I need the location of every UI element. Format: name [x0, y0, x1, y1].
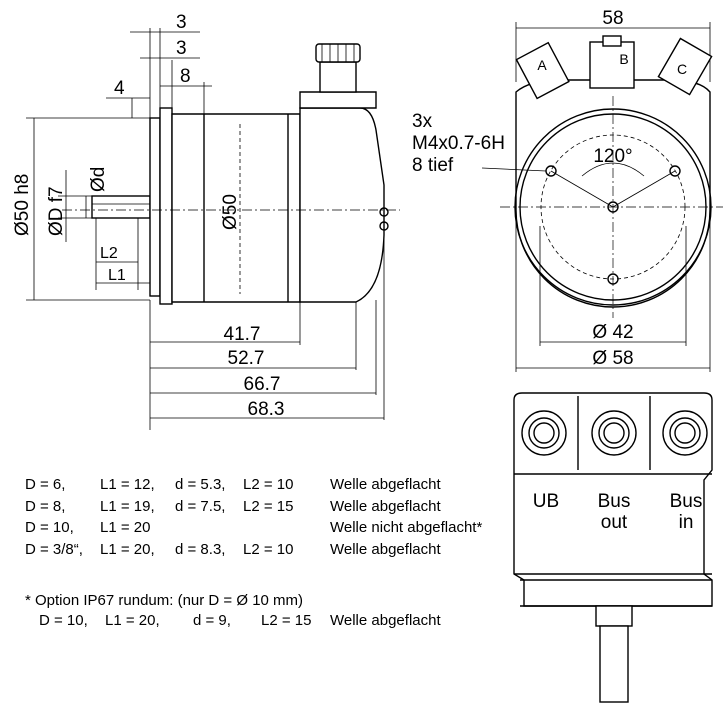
connector-b-label: B — [619, 51, 628, 67]
rear-cover — [299, 107, 385, 303]
connector-ub — [521, 410, 567, 456]
rear-view: UB Bus out Bus in — [513, 392, 713, 703]
label-bus-in-1: Bus — [670, 491, 703, 512]
label-L2: L2 — [100, 245, 118, 262]
label-bus-out-2: out — [601, 512, 628, 533]
dia-42: Ø 42 — [592, 322, 633, 343]
angle-120: 120° — [593, 146, 632, 167]
hole-2 — [669, 165, 681, 177]
option-row: D = 10, L1 = 20, d = 9, L2 = 15 Welle ab… — [39, 612, 441, 629]
len-66-7: 66.7 — [244, 374, 281, 395]
connector-a — [515, 41, 570, 100]
flange — [159, 107, 173, 305]
option-note: * Option IP67 rundum: (nur D = Ø 10 mm) — [25, 592, 304, 609]
label-bus-out-1: Bus — [598, 491, 631, 512]
dim-3-second: 3 — [176, 38, 187, 59]
connector-c-label: C — [677, 61, 687, 77]
connector-body — [319, 61, 357, 93]
flange-spigot — [149, 117, 161, 297]
side-view: 3 3 8 4 41.7 52.7 66.7 68.3 L2 L1 Ø50 h8… — [12, 12, 400, 430]
shaft — [91, 195, 151, 219]
hole-note-line3: 8 tief — [412, 155, 454, 176]
centre-mark — [607, 201, 619, 213]
label-L1: L1 — [108, 267, 126, 284]
rear-shaft — [599, 625, 629, 703]
dia-50-h8: Ø50 h8 — [12, 174, 33, 236]
connector-c — [657, 37, 713, 96]
dim-3-top: 3 — [176, 12, 187, 33]
hole-3 — [607, 273, 619, 285]
connector-bus-out — [591, 410, 637, 456]
connector-base — [299, 91, 377, 109]
len-41-7: 41.7 — [224, 324, 261, 345]
dia-58: Ø 58 — [592, 348, 633, 369]
width-58: 58 — [602, 8, 623, 29]
connector-a-label: A — [537, 57, 547, 73]
hole-note-line1: 3x — [412, 111, 433, 132]
connector-bus-in — [662, 410, 708, 456]
dim-8: 8 — [180, 66, 191, 87]
label-ub: UB — [533, 491, 559, 512]
front-view: 58 120° 3x M4x0.7-6H 8 tief A B C — [412, 8, 723, 372]
len-68-3: 68.3 — [248, 399, 285, 420]
dia-D-f7: ØD f7 — [46, 186, 67, 236]
len-52-7: 52.7 — [228, 348, 265, 369]
hole-note-line2: M4x0.7-6H — [412, 133, 505, 154]
dim-4: 4 — [114, 78, 125, 99]
dia-50: Ø50 — [220, 194, 241, 230]
dia-d: Ød — [88, 167, 109, 192]
connector-b — [589, 41, 635, 89]
label-bus-in-2: in — [679, 512, 694, 533]
